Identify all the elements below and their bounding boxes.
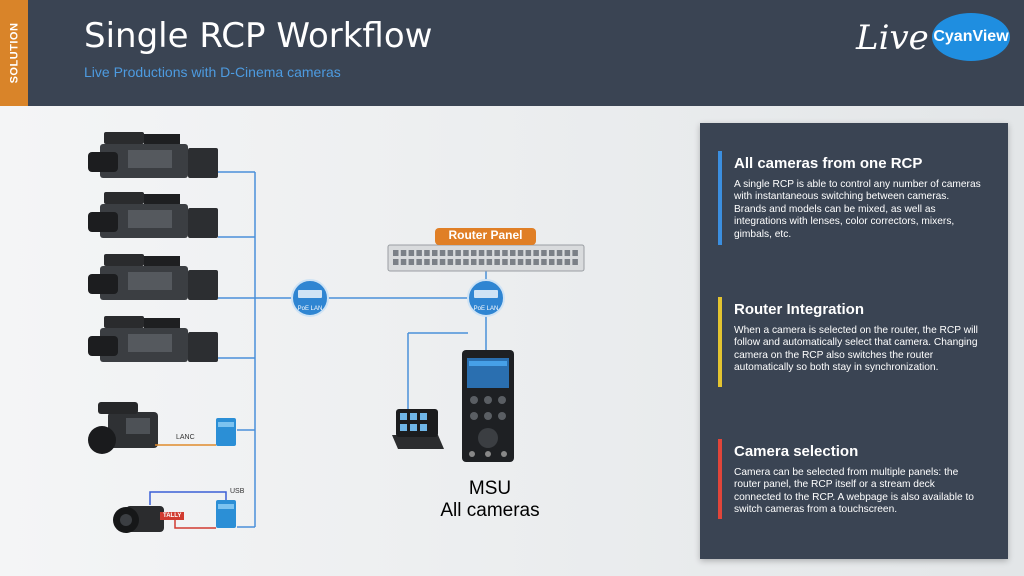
cyanview-node-usb <box>216 500 236 528</box>
router-button <box>400 250 407 256</box>
router-button <box>478 259 485 265</box>
router-button <box>556 250 563 256</box>
router-button <box>408 259 415 265</box>
router-button <box>564 259 571 265</box>
router-button <box>463 259 469 265</box>
live-logo: Live <box>856 18 929 58</box>
cyanview-node-lanc <box>216 418 236 446</box>
router-button <box>549 259 555 265</box>
section-title: All cameras from one RCP <box>734 155 923 172</box>
section-accent-bar <box>718 151 722 245</box>
rcp-device-icon <box>462 350 514 462</box>
solution-tag: SOLUTION <box>0 0 28 106</box>
tally-badge: TALLY <box>160 512 185 520</box>
router-button <box>486 259 493 265</box>
poe-switch-right-icon <box>467 279 505 317</box>
header: SOLUTION Single RCP Workflow Live Produc… <box>0 0 1024 106</box>
router-button <box>400 259 407 265</box>
section-accent-bar <box>718 439 722 519</box>
section-accent-bar <box>718 297 722 387</box>
router-button <box>517 250 524 256</box>
router-button <box>424 250 430 256</box>
router-button <box>533 250 539 256</box>
router-button <box>439 259 446 265</box>
section-text: A single RCP is able to control any numb… <box>734 179 981 240</box>
router-button <box>525 259 532 265</box>
router-button <box>556 259 563 265</box>
section-title: Router Integration <box>734 301 864 318</box>
router-button <box>564 250 571 256</box>
router-button <box>416 250 422 256</box>
section-router-integration: Router Integration When a camera is sele… <box>718 297 994 387</box>
router-button <box>393 250 399 256</box>
poe-lan-label-left: PoE LAN <box>297 306 323 312</box>
router-panel-badge <box>435 228 536 245</box>
poe-lan-label-right: PoE LAN <box>473 306 499 312</box>
router-button <box>447 250 454 256</box>
stream-deck-icon <box>392 409 444 449</box>
cinema-cameras <box>88 132 218 362</box>
usb-label: USB <box>230 488 245 495</box>
mirrorless-camera <box>113 506 164 533</box>
router-button <box>471 250 477 256</box>
router-button <box>502 259 508 265</box>
router-button <box>471 259 477 265</box>
router-panel-label: Router Panel <box>448 228 523 242</box>
router-button <box>549 250 555 256</box>
router-button <box>416 259 422 265</box>
router-button <box>510 259 516 265</box>
cyanview-logo: CyanView <box>932 13 1010 61</box>
section-camera-selection: Camera selection Camera can be selected … <box>718 439 994 519</box>
router-button <box>541 250 547 256</box>
router-button <box>494 250 500 256</box>
router-button <box>486 250 493 256</box>
router-button <box>502 250 508 256</box>
msu-subtitle: All cameras <box>440 500 540 521</box>
router-button <box>572 259 578 265</box>
router-panel-device <box>387 244 585 272</box>
router-button <box>494 259 500 265</box>
msu-title: MSU <box>468 478 512 499</box>
router-button <box>463 250 469 256</box>
router-button <box>393 259 399 265</box>
router-button <box>510 250 516 256</box>
router-button <box>432 250 438 256</box>
page-subtitle: Live Productions with D-Cinema cameras <box>84 64 341 80</box>
router-button <box>478 250 485 256</box>
router-button <box>517 259 524 265</box>
router-button <box>439 250 446 256</box>
page-title: Single RCP Workflow <box>84 16 433 56</box>
router-button <box>447 259 454 265</box>
handheld-camera <box>88 402 158 454</box>
router-button <box>424 259 430 265</box>
msu-caption: MSU All cameras <box>420 478 560 522</box>
router-button <box>432 259 438 265</box>
section-title: Camera selection <box>734 443 859 460</box>
section-text: Camera can be selected from multiple pan… <box>734 467 974 516</box>
router-button <box>525 250 532 256</box>
poe-switch-left-icon <box>291 279 329 317</box>
network-lines <box>218 171 487 528</box>
solution-tag-label: SOLUTION <box>8 22 20 84</box>
router-button <box>533 259 539 265</box>
lanc-label: LANC <box>176 434 195 441</box>
info-panel: All cameras from one RCP A single RCP is… <box>700 123 1008 559</box>
router-button <box>572 250 578 256</box>
section-all-cameras: All cameras from one RCP A single RCP is… <box>718 151 994 245</box>
router-button <box>455 259 461 265</box>
router-button <box>455 250 461 256</box>
section-text: When a camera is selected on the router,… <box>734 325 978 374</box>
router-button <box>541 259 547 265</box>
router-button <box>408 250 415 256</box>
